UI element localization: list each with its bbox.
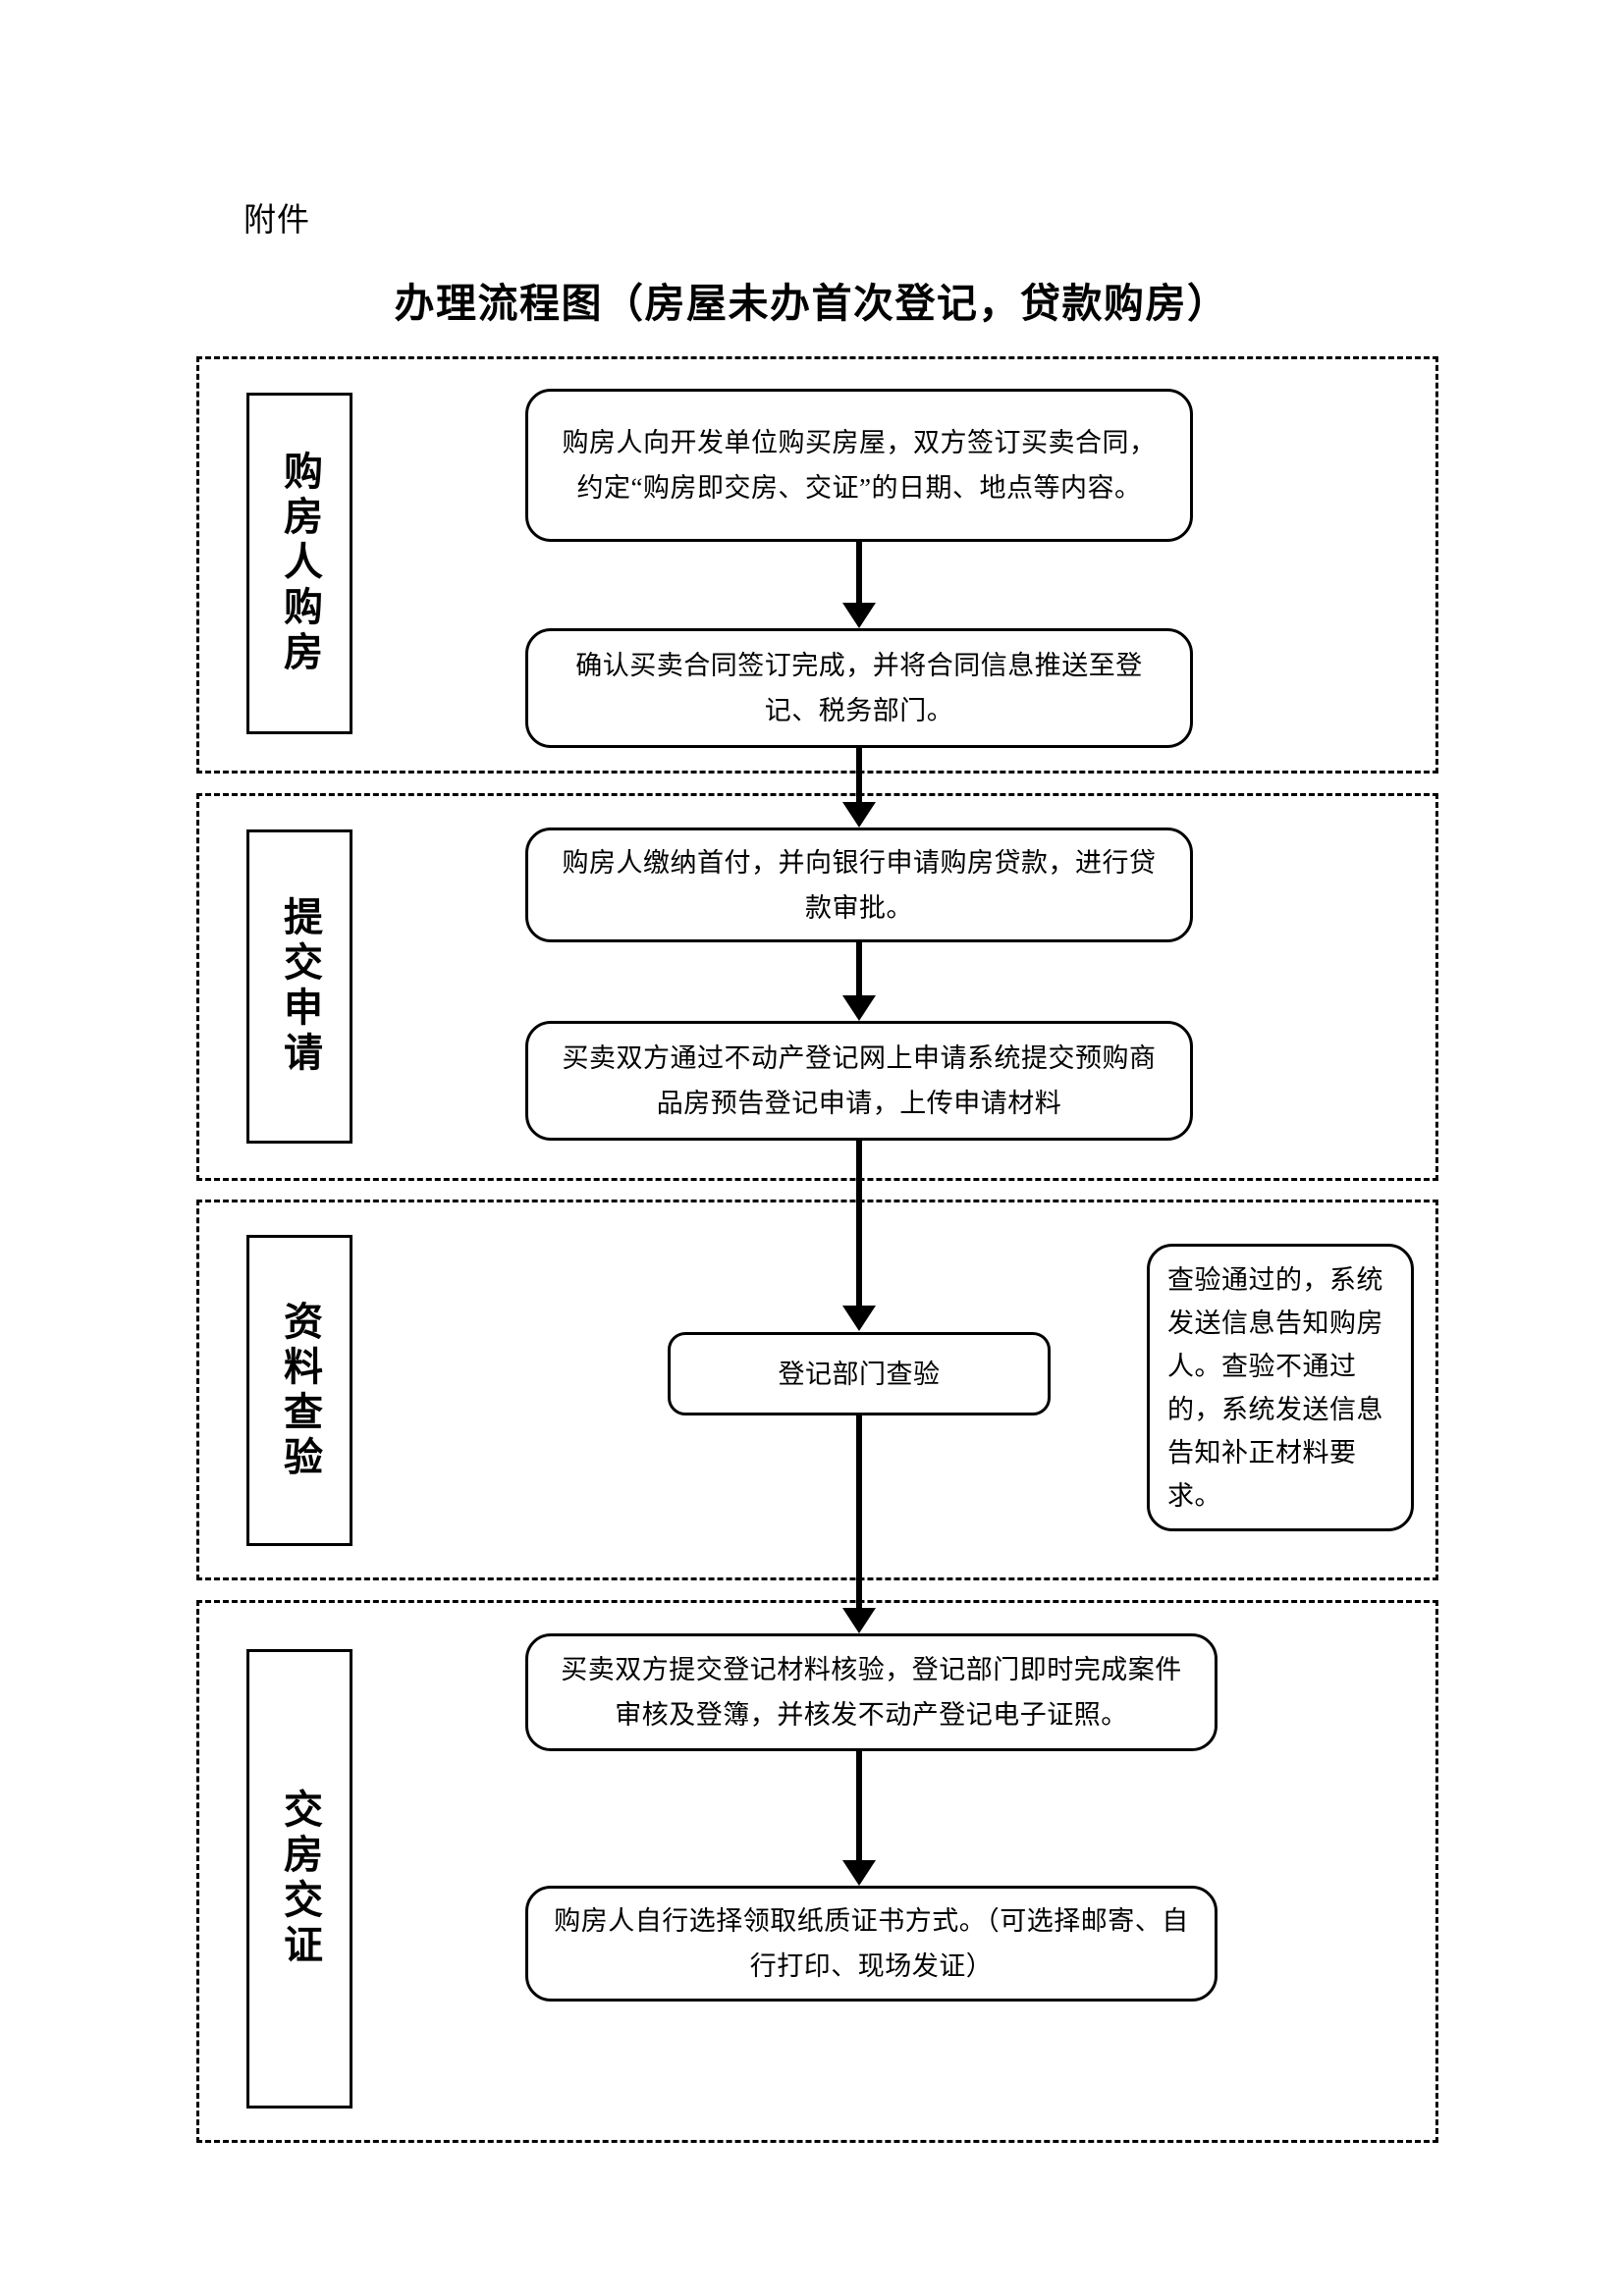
stage-label-1: 购房人购房	[246, 393, 352, 734]
stage-label-4: 交房交证	[246, 1649, 352, 2109]
stage-section-2	[196, 793, 1438, 1181]
connector-shaft	[856, 1751, 862, 1860]
connector-shaft	[856, 1141, 862, 1306]
connector-shaft	[856, 542, 862, 603]
arrowhead-down-icon	[842, 1608, 876, 1633]
side-note-text: 查验通过的，系统发送信息告知购房人。查验不通过的，系统发送信息告知补正材料要求。	[1167, 1264, 1383, 1511]
arrowhead-down-icon	[842, 1860, 876, 1886]
stage-section-4	[196, 1600, 1438, 2143]
stage-label-3: 资料查验	[246, 1235, 352, 1546]
attachment-label: 附件	[243, 203, 310, 239]
stage-section-1	[196, 356, 1438, 774]
process-node-1: 购房人向开发单位购买房屋，双方签订买卖合同，约定“购房即交房、交证”的日期、地点…	[525, 389, 1193, 542]
process-node-5-text: 登记部门查验	[778, 1359, 941, 1389]
side-note-verification: 查验通过的，系统发送信息告知购房人。查验不通过的，系统发送信息告知补正材料要求。	[1147, 1244, 1414, 1531]
process-node-4-text: 买卖双方通过不动产登记网上申请系统提交预购商品房预告登记申请，上传申请材料	[562, 1043, 1157, 1118]
stage-section-3	[196, 1200, 1438, 1580]
arrowhead-down-icon	[842, 1306, 876, 1331]
arrowhead-down-icon	[842, 603, 876, 628]
process-node-4: 买卖双方通过不动产登记网上申请系统提交预购商品房预告登记申请，上传申请材料	[525, 1021, 1193, 1141]
arrowhead-down-icon	[842, 995, 876, 1021]
process-node-3-text: 购房人缴纳首付，并向银行申请购房贷款，进行贷款审批。	[562, 847, 1157, 923]
process-node-5: 登记部门查验	[668, 1332, 1051, 1415]
connector-shaft	[856, 1415, 862, 1608]
process-node-2-text: 确认买卖合同签订完成，并将合同信息推送至登记、税务部门。	[575, 651, 1143, 725]
connector-shaft	[856, 942, 862, 995]
connector-shaft	[856, 748, 862, 802]
process-node-6: 买卖双方提交登记材料核验，登记部门即时完成案件审核及登簿，并核发不动产登记电子证…	[525, 1633, 1217, 1751]
process-node-2: 确认买卖合同签订完成，并将合同信息推送至登记、税务部门。	[525, 628, 1193, 748]
stage-label-2: 提交申请	[246, 829, 352, 1144]
process-node-7-text: 购房人自行选择领取纸质证书方式。（可选择邮寄、自行打印、现场发证）	[554, 1906, 1189, 1981]
process-node-6-text: 买卖双方提交登记材料核验，登记部门即时完成案件审核及登簿，并核发不动产登记电子证…	[561, 1655, 1182, 1730]
arrowhead-down-icon	[842, 802, 876, 828]
process-node-7: 购房人自行选择领取纸质证书方式。（可选择邮寄、自行打印、现场发证）	[525, 1886, 1217, 2002]
page-title: 办理流程图（房屋未办首次登记，贷款购房）	[394, 281, 1229, 326]
process-node-1-text: 购房人向开发单位购买房屋，双方签订买卖合同，约定“购房即交房、交证”的日期、地点…	[562, 428, 1157, 503]
process-node-3: 购房人缴纳首付，并向银行申请购房贷款，进行贷款审批。	[525, 828, 1193, 942]
